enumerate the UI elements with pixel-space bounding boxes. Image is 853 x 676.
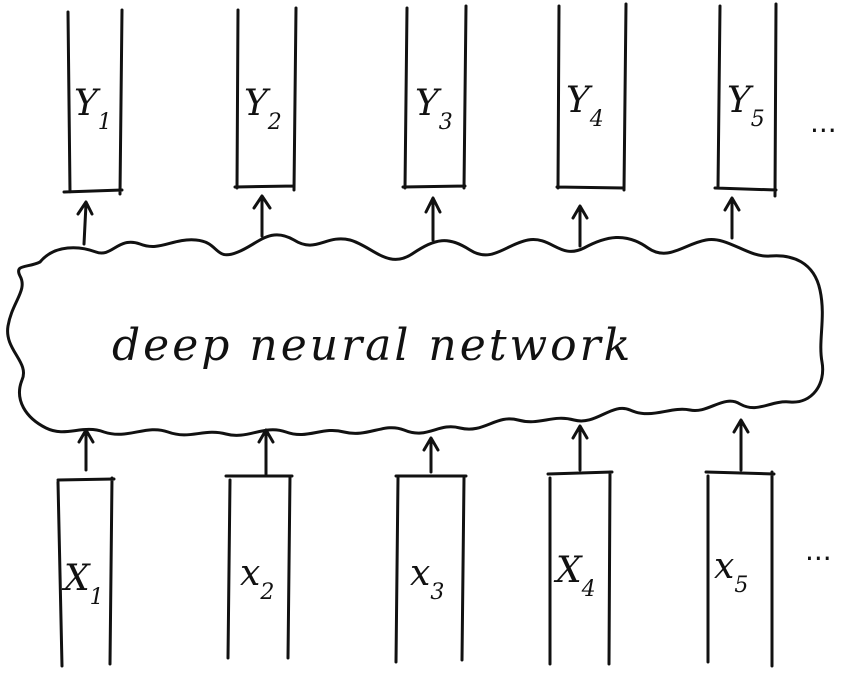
arrow-from-input-3	[422, 436, 440, 474]
output-vectors: Y1 Y2 Y3 Y4 Y5 ...	[62, 2, 837, 198]
input-box-4: X4	[546, 470, 614, 666]
output-arrows	[76, 194, 741, 248]
input-vectors: X1 x2 x3 X4 x5 ...	[56, 470, 832, 668]
svg-text:x3: x3	[410, 553, 444, 605]
arrow-to-output-1	[76, 200, 94, 246]
input-arrows	[77, 418, 750, 476]
output-label-sub-1: 1	[98, 110, 112, 135]
output-box-4: Y4	[555, 2, 628, 192]
arrow-from-input-2	[257, 428, 275, 476]
input-label-var-1: X	[61, 558, 91, 599]
output-continuation-dots: ...	[810, 106, 837, 139]
input-box-3: x3	[394, 474, 468, 664]
output-box-2: Y2	[233, 6, 298, 192]
input-label-sub-1: 1	[90, 585, 104, 610]
svg-text:x5: x5	[714, 546, 748, 598]
svg-text:x2: x2	[240, 553, 274, 605]
input-label-sub-2: 2	[259, 580, 274, 605]
output-label-var-3: Y	[415, 83, 442, 124]
arrow-from-input-4	[571, 424, 589, 472]
svg-text:X4: X4	[553, 550, 596, 602]
input-box-5: x5	[704, 470, 776, 668]
input-box-2: x2	[224, 474, 294, 660]
input-label-sub-5: 5	[734, 573, 748, 598]
arrow-to-output-2	[252, 194, 272, 238]
network-cloud	[6, 233, 825, 437]
output-box-1: Y1	[62, 8, 124, 196]
arrow-to-output-5	[723, 196, 741, 240]
arrow-to-output-4	[571, 204, 589, 248]
input-label-var-4: X	[553, 550, 583, 591]
output-label-sub-4: 4	[589, 107, 604, 132]
input-label-var-2: x	[240, 553, 260, 594]
output-label-var-2: Y	[244, 83, 271, 124]
output-label-sub-3: 3	[439, 110, 453, 135]
network-label: deep neural network	[112, 320, 633, 371]
output-label-sub-5: 5	[751, 107, 765, 132]
output-label-var-5: Y	[727, 80, 754, 121]
svg-text:Y5: Y5	[727, 80, 765, 132]
svg-text:Y3: Y3	[415, 83, 453, 135]
output-box-5: Y5	[713, 2, 778, 198]
input-label-var-5: x	[714, 546, 734, 587]
svg-text:Y2: Y2	[244, 83, 282, 135]
input-continuation-dots: ...	[805, 534, 832, 567]
input-label-var-3: x	[410, 553, 430, 594]
input-label-sub-3: 3	[430, 580, 444, 605]
arrow-from-input-1	[77, 428, 95, 472]
svg-text:Y1: Y1	[74, 83, 112, 135]
svg-text:X1: X1	[61, 558, 104, 610]
input-box-1: X1	[56, 476, 116, 668]
input-label-sub-4: 4	[581, 577, 596, 602]
output-label-sub-2: 2	[267, 110, 282, 135]
output-label-var-4: Y	[566, 80, 593, 121]
output-label-var-1: Y	[74, 83, 101, 124]
svg-text:Y4: Y4	[566, 80, 604, 132]
arrow-to-output-3	[424, 196, 442, 242]
output-box-3: Y3	[401, 4, 468, 190]
arrow-from-input-5	[732, 418, 750, 472]
